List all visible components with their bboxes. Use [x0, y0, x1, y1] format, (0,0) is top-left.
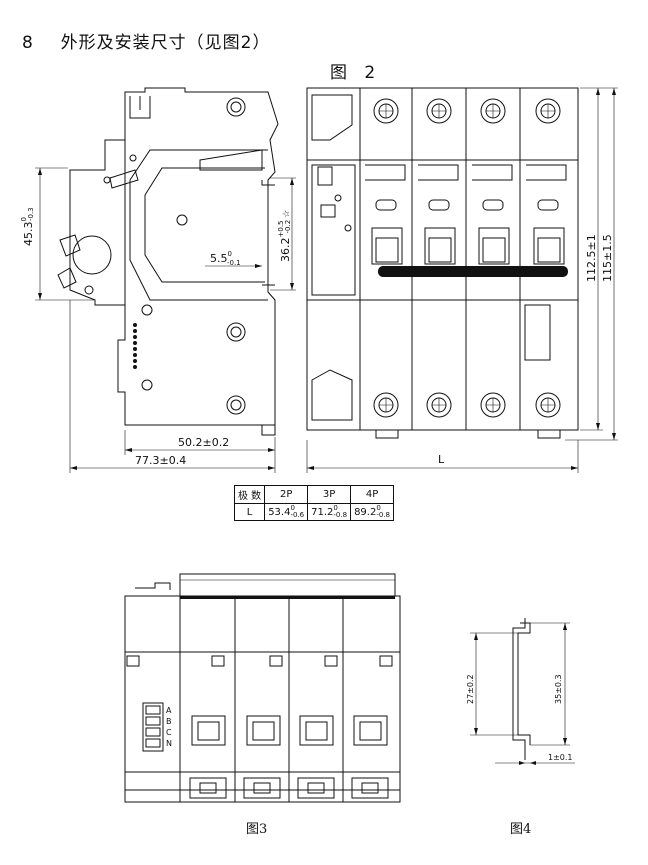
indicator-label: B: [166, 717, 172, 726]
figure-4-drawing: [470, 618, 575, 765]
figure-3-caption: 图3: [246, 822, 268, 837]
table-header-label: 极 数: [233, 485, 266, 504]
dim-total-width: 77.3±0.4: [135, 454, 186, 467]
side-vent-dots: [133, 323, 137, 369]
section-number: 8: [22, 33, 34, 53]
indicator-label: A: [166, 706, 172, 715]
side-view-dimensions: [35, 167, 296, 473]
dim-front-width: 50.2±0.2: [178, 436, 229, 449]
dim-height-outer: 115±1.5: [601, 234, 614, 282]
dim-rail-outer: 35±0.3: [554, 674, 563, 704]
front-view-dimensions: [306, 87, 618, 473]
table-header-cell: 3P: [307, 485, 352, 504]
table-row: 极 数 2P 3P 4P: [233, 485, 394, 504]
dim-rail-inner: 27±0.2: [466, 674, 475, 704]
dim-rail-width: 36.2+0.5-0.2☆: [277, 210, 292, 262]
figure-3-drawing: [124, 573, 401, 803]
indicator-label: N: [166, 739, 172, 748]
section-heading: 8 外形及安装尺寸（见图2）: [22, 28, 270, 53]
section-title: 外形及安装尺寸（见图2）: [60, 33, 271, 53]
dim-depth: 5.50-0.1: [210, 250, 241, 267]
dim-height-left: 45.30-0.3: [20, 207, 35, 246]
dim-rail-thickness: 1±0.1: [548, 753, 573, 762]
front-view-drawing: [306, 87, 579, 439]
table-row-label: L: [233, 503, 266, 521]
table-header-cell: 4P: [350, 485, 394, 504]
dim-height-inner: 112.5±1: [585, 234, 598, 282]
figure-2-title: 图 2: [330, 63, 382, 83]
side-view-drawing: [57, 87, 279, 436]
pole-modules: [365, 98, 567, 418]
table-header-cell: 2P: [264, 485, 309, 504]
figure-4-caption: 图4: [510, 822, 532, 837]
dim-length: L: [438, 453, 445, 466]
indicator-label: C: [166, 728, 172, 737]
